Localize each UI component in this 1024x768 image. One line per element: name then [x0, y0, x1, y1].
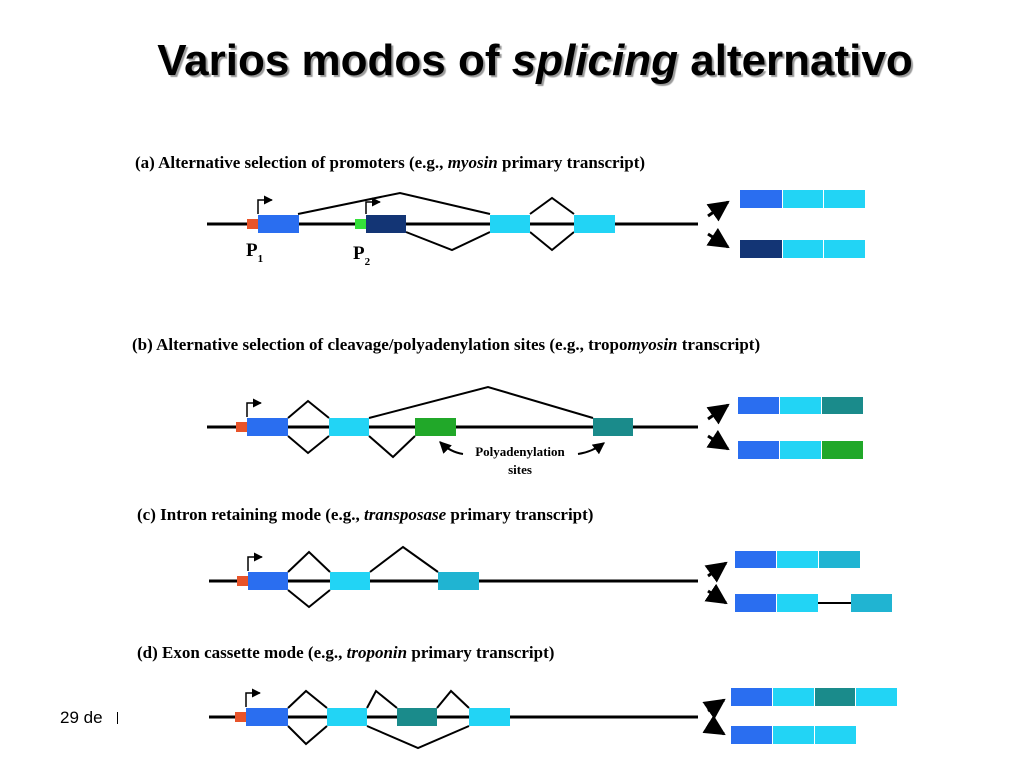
exon-3 — [469, 708, 510, 726]
splice-arc — [287, 399, 330, 419]
splice-arc — [436, 689, 470, 709]
panel-c-caption: (c) Intron retaining mode (e.g., transpo… — [137, 505, 593, 524]
splice-arc — [297, 191, 491, 215]
exon-1 — [258, 215, 299, 233]
tss-arrow-icon — [245, 688, 261, 707]
panel-b: (b) Alternative selection of cleavage/po… — [132, 335, 863, 477]
mrna-product-exon-skipped — [731, 726, 856, 744]
title-italic-text: splicing — [511, 36, 678, 85]
tss-arrow-icon — [246, 398, 262, 417]
splice-arc — [368, 435, 416, 459]
tss-arrow-icon — [257, 195, 273, 214]
exon-3 — [574, 215, 615, 233]
splice-arc — [368, 385, 594, 419]
promoter — [236, 422, 247, 432]
product-arrow-icon — [704, 583, 728, 605]
splice-arc — [287, 689, 328, 709]
promoter-label-p2: P2 — [353, 243, 371, 268]
splice-arc — [366, 725, 470, 750]
exon-1 — [248, 572, 288, 590]
splice-arc — [287, 435, 330, 455]
product-arrow-icon — [706, 429, 730, 451]
product-arrow-icon — [706, 403, 730, 425]
exon-1 — [246, 708, 288, 726]
panel-d-caption: (d) Exon cassette mode (e.g., troponin p… — [137, 643, 554, 662]
slide-title: Varios modos of splicing alternativo — [0, 36, 1024, 86]
mrna-product — [731, 688, 897, 706]
exon-3-polya — [415, 418, 456, 436]
exon-3 — [438, 572, 479, 590]
product-arrow-icon — [706, 227, 730, 249]
panel-a: (a) Alternative selection of promoters (… — [135, 153, 865, 268]
mrna-product — [738, 441, 863, 459]
splice-arc — [405, 231, 491, 252]
footer-divider — [117, 712, 118, 724]
mrna-product — [740, 240, 865, 258]
splice-arc — [369, 545, 439, 573]
splice-arc — [529, 231, 575, 252]
splice-arc — [287, 550, 331, 573]
promoter — [237, 576, 248, 586]
mrna-product — [738, 397, 863, 414]
splice-arc — [287, 589, 331, 609]
splice-arc — [287, 725, 328, 746]
exon-2 — [330, 572, 370, 590]
promoter-p1 — [247, 219, 258, 229]
footer-date: 29 de — [60, 708, 103, 727]
exon-2 — [490, 215, 530, 233]
title-text-end: alternativo — [678, 36, 913, 85]
polyadenylation-label-2: sites — [508, 462, 532, 477]
splice-arc — [366, 689, 398, 709]
promoter — [235, 712, 246, 722]
product-arrow-icon — [702, 698, 726, 720]
panel-b-caption: (b) Alternative selection of cleavage/po… — [132, 335, 760, 354]
promoter-label-p1: P1 — [246, 240, 263, 265]
product-arrow-icon — [706, 200, 730, 222]
exon-1 — [247, 418, 288, 436]
mrna-product-intron-retained — [735, 594, 892, 612]
polyadenylation-label: Polyadenylation — [475, 444, 565, 459]
exon-2 — [329, 418, 369, 436]
splice-arc — [529, 196, 575, 215]
tss-arrow-icon — [365, 197, 381, 214]
panel-c: (c) Intron retaining mode (e.g., transpo… — [137, 505, 892, 612]
panel-d: (d) Exon cassette mode (e.g., troponin p… — [137, 643, 897, 750]
product-arrow-icon — [704, 561, 728, 583]
mrna-product — [740, 190, 865, 208]
panel-a-caption: (a) Alternative selection of promoters (… — [135, 153, 645, 172]
product-arrow-icon — [702, 715, 726, 736]
tss-arrow-icon — [247, 552, 263, 571]
mrna-product — [735, 551, 860, 568]
annotation-arrow-icon — [439, 441, 464, 455]
annotation-arrow-icon — [577, 442, 605, 455]
exon-2 — [327, 708, 367, 726]
exon-4-polya — [593, 418, 633, 436]
exon-1-alt — [366, 215, 406, 233]
title-text: Varios modos of — [157, 36, 512, 85]
exon-cassette — [397, 708, 437, 726]
promoter-p2 — [355, 219, 366, 229]
